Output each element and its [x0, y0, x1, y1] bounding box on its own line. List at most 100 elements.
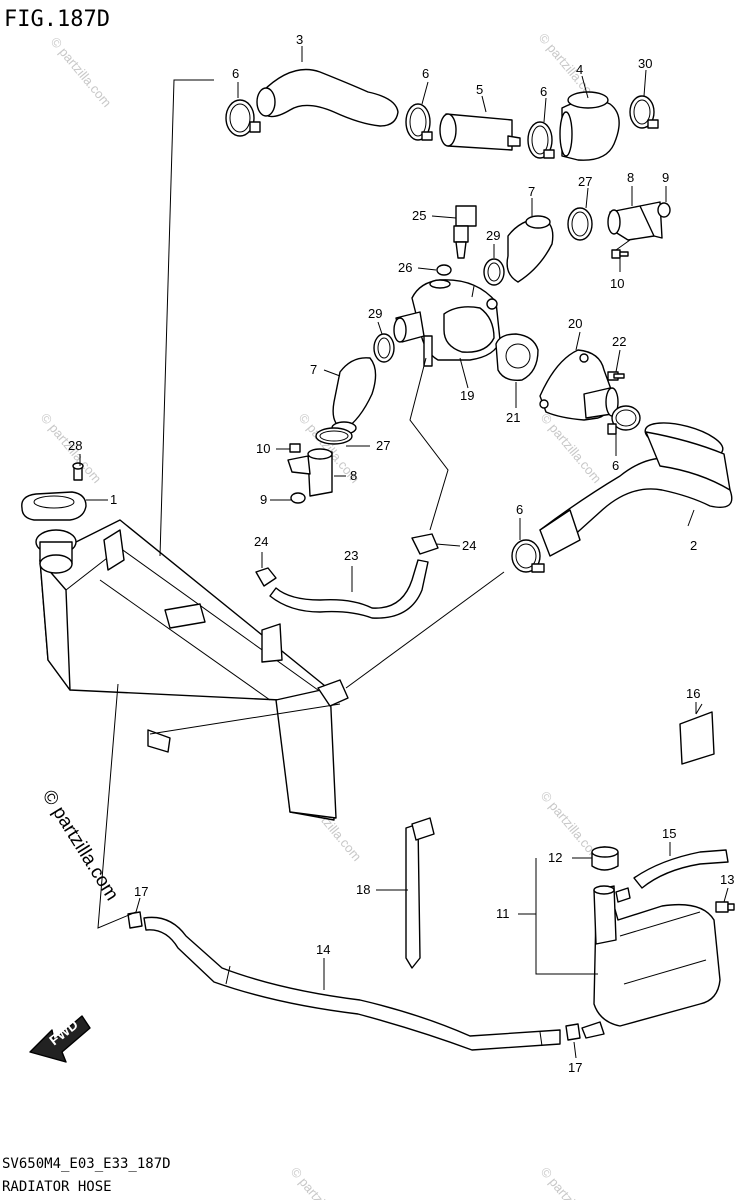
clamp-18	[405, 817, 435, 969]
hose-clamp	[567, 207, 593, 241]
watermark: © partzilla.com	[538, 410, 605, 486]
callout-6: 6	[540, 84, 547, 99]
callout-8: 8	[627, 170, 634, 185]
figure-title: FIG.187D	[4, 7, 110, 32]
hose-clamp	[527, 121, 555, 159]
callout-29: 29	[486, 228, 500, 243]
pipe-5	[439, 113, 521, 151]
callout-7: 7	[310, 362, 317, 377]
hose-clamp	[629, 95, 659, 129]
hose-clip-17-left	[127, 911, 143, 929]
callout-13: 13	[720, 872, 734, 887]
radiator-guide-line	[97, 683, 137, 929]
callout-16: 16	[686, 686, 700, 701]
reservoir-hose-14	[143, 916, 561, 1051]
hose-clamp	[225, 99, 261, 137]
callout-9: 9	[662, 170, 669, 185]
callout-26: 26	[398, 260, 412, 275]
callout-30: 30	[638, 56, 652, 71]
callout-27: 27	[578, 174, 592, 189]
callout-1: 1	[110, 492, 117, 507]
callout-29: 29	[368, 306, 382, 321]
breather-hose-15	[633, 849, 729, 889]
hose-clamp	[511, 539, 545, 573]
hose-clamp	[607, 405, 641, 435]
water-outlet-8-lower	[287, 448, 333, 497]
elbow-hose-7-upper	[506, 215, 554, 283]
callout-6: 6	[232, 66, 239, 81]
callout-20: 20	[568, 316, 582, 331]
lower-hose-guide-line	[345, 571, 505, 689]
bolt-13	[715, 901, 735, 913]
callout-22: 22	[612, 334, 626, 349]
callout-24: 24	[462, 538, 476, 553]
callout-12: 12	[548, 850, 562, 865]
callout-18: 18	[356, 882, 370, 897]
hose-clamp	[483, 258, 505, 286]
radiator-cap	[21, 491, 87, 521]
watermark: © partzilla.com	[48, 34, 115, 110]
callout-27: 27	[376, 438, 390, 453]
bypass-guide-line	[409, 357, 449, 531]
callout-14: 14	[316, 942, 330, 957]
thermostat-21	[495, 333, 539, 381]
hose-clamp	[405, 103, 433, 141]
reservoir-tank-11	[581, 885, 721, 1039]
bypass-hose-23	[269, 559, 429, 619]
callout-24: 24	[254, 534, 268, 549]
washer-26	[436, 264, 452, 276]
callout-8: 8	[350, 468, 357, 483]
callout-19: 19	[460, 388, 474, 403]
label-16	[679, 703, 715, 765]
callout-15: 15	[662, 826, 676, 841]
bolt-22	[607, 371, 625, 381]
callout-7: 7	[528, 184, 535, 199]
callout-11: 11	[496, 906, 510, 921]
callout-17: 17	[568, 1060, 582, 1075]
callout-28: 28	[68, 438, 82, 453]
bolt	[72, 462, 84, 481]
watermark: © partzilla.com	[538, 1164, 605, 1200]
bolt-10-upper	[611, 239, 631, 259]
callout-25: 25	[412, 208, 426, 223]
callout-5: 5	[476, 82, 483, 97]
o-ring-9-upper	[657, 202, 671, 218]
hose-clamp	[373, 333, 395, 363]
hose-clip-24-left	[255, 567, 277, 587]
callout-21: 21	[506, 410, 520, 425]
elbow-hose-7-lower	[331, 357, 377, 435]
watermark-large: © partzilla.com	[38, 787, 123, 905]
callout-6: 6	[516, 502, 523, 517]
elbow-hose-4	[559, 91, 620, 161]
thermostat-housing-19	[393, 279, 501, 367]
hose-clamp	[315, 427, 353, 445]
thermostat-cover-20	[539, 349, 619, 421]
radiator	[35, 79, 349, 821]
upper-hose-3	[256, 68, 399, 127]
callout-10: 10	[610, 276, 624, 291]
callout-10: 10	[256, 441, 270, 456]
sensor-25	[453, 205, 477, 259]
callout-17: 17	[134, 884, 148, 899]
figure-model-code: SV650M4_E03_E33_187D	[2, 1156, 171, 1172]
fwd-arrow-icon: FWD	[29, 1015, 91, 1063]
callout-2: 2	[690, 538, 697, 553]
callout-23: 23	[344, 548, 358, 563]
callout-6: 6	[612, 458, 619, 473]
callout-3: 3	[296, 32, 303, 47]
reservoir-cap-12	[591, 846, 619, 871]
o-ring-9-lower	[290, 492, 306, 504]
callout-labels: 3 6 6 5 6 4 30 7 27 8 9 25 29 26 10 29 2…	[68, 32, 734, 1075]
callout-9: 9	[260, 492, 267, 507]
watermark: © partzilla.com	[288, 1164, 355, 1200]
water-outlet-8-upper	[607, 201, 663, 241]
reservoir-guide-line	[149, 703, 341, 735]
lower-hose-2	[539, 422, 733, 557]
callout-6: 6	[422, 66, 429, 81]
figure-caption: RADIATOR HOSE	[2, 1179, 112, 1195]
callout-4: 4	[576, 62, 583, 77]
hose-clip-17-right	[565, 1023, 581, 1041]
leader-lines	[79, 46, 729, 1059]
bolt-10-lower	[289, 443, 301, 453]
